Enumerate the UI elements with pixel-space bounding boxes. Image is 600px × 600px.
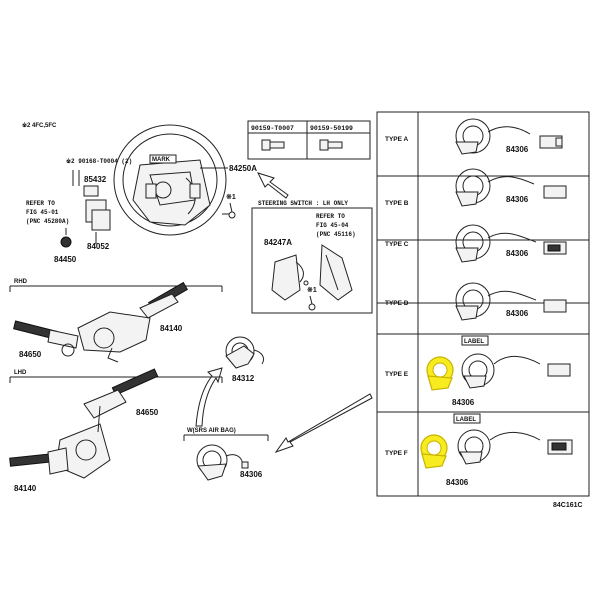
part-84450: 84450 xyxy=(54,255,77,264)
part-84306-main: 84306 xyxy=(240,470,263,479)
rhd-combination-switch xyxy=(13,281,189,363)
type-d-label: TYPE D xyxy=(385,300,409,307)
star1-top: ※1 xyxy=(226,193,236,201)
refer-45-01-c: (PNC 45280A) xyxy=(26,218,69,225)
type-f-part: 84306 xyxy=(446,478,469,487)
part-85432: 85432 xyxy=(84,175,107,184)
type-b-label: TYPE B xyxy=(385,200,409,207)
arrow-to-srs xyxy=(274,393,373,453)
type-c-illustration xyxy=(455,224,567,263)
type-e-illustration xyxy=(426,353,571,391)
type-a-part: 84306 xyxy=(506,145,529,154)
figure-code: 84C161C xyxy=(553,502,583,509)
part-84312: 84312 xyxy=(232,374,255,383)
part-84140-rhd: 84140 xyxy=(160,324,183,333)
type-e-part: 84306 xyxy=(452,398,475,407)
type-b-part: 84306 xyxy=(506,195,529,204)
steering-wheel-illustration xyxy=(113,124,227,236)
type-d-part: 84306 xyxy=(506,309,529,318)
column-switch-part xyxy=(60,170,111,248)
type-c-label: TYPE C xyxy=(385,241,409,248)
lhd-label: LHD xyxy=(14,370,27,376)
type-d-illustration xyxy=(455,282,567,321)
part-84650-rhd: 84650 xyxy=(19,350,42,359)
type-c-part: 84306 xyxy=(506,249,529,258)
part-84247A: 84247A xyxy=(264,238,292,247)
part-84650-lhd: 84650 xyxy=(136,408,159,417)
spiral-cable-84312 xyxy=(225,336,265,369)
rhd-label: RHD xyxy=(14,279,28,285)
bolt-1: 90159-T0007 xyxy=(251,125,294,132)
type-a-label: TYPE A xyxy=(385,136,409,143)
part-84250A: 84250A xyxy=(229,164,257,173)
steering-switch-part xyxy=(271,244,353,301)
part-84140-lhd: 84140 xyxy=(14,484,37,493)
star1-mid: ※1 xyxy=(307,286,317,294)
refer-45-01-a: REFER TO xyxy=(26,200,55,207)
type-e-tag-box xyxy=(461,335,489,346)
type-f-illustration xyxy=(420,429,573,469)
type-e-tag: LABEL xyxy=(464,339,484,345)
arrow-to-wheel xyxy=(257,172,289,199)
part-84052: 84052 xyxy=(87,242,110,251)
part-90168: ※2 90168-T0004 (2) xyxy=(66,157,132,165)
type-e-label: TYPE E xyxy=(385,371,409,378)
refer-45-04-c: (PNC 45116) xyxy=(316,231,356,238)
type-f-label: TYPE F xyxy=(385,450,408,457)
type-f-tag: LABEL xyxy=(456,417,476,423)
type-a-illustration xyxy=(455,118,563,155)
ref-note: ※2 4FC,5FC xyxy=(22,121,57,129)
type-b-illustration xyxy=(455,168,567,207)
refer-45-04-b: FIG 45-04 xyxy=(316,222,349,229)
steering-switch-box xyxy=(251,207,373,314)
spiral-cable-srs xyxy=(196,444,249,481)
arrow-to-84312 xyxy=(195,367,223,427)
refer-45-01-b: FIG 45-01 xyxy=(26,209,59,216)
mark-label: MARK xyxy=(152,157,171,163)
steering-switch-title: STEERING SWITCH : LH ONLY xyxy=(258,200,348,207)
lhd-combination-switch xyxy=(9,368,159,479)
refer-45-04-a: REFER TO xyxy=(316,213,345,220)
bolt-box xyxy=(247,120,371,160)
bolt-2: 90159-50199 xyxy=(310,125,353,132)
srs-label: W(SRS AIR BAG) xyxy=(187,428,236,434)
type-f-tag-box xyxy=(453,413,481,424)
